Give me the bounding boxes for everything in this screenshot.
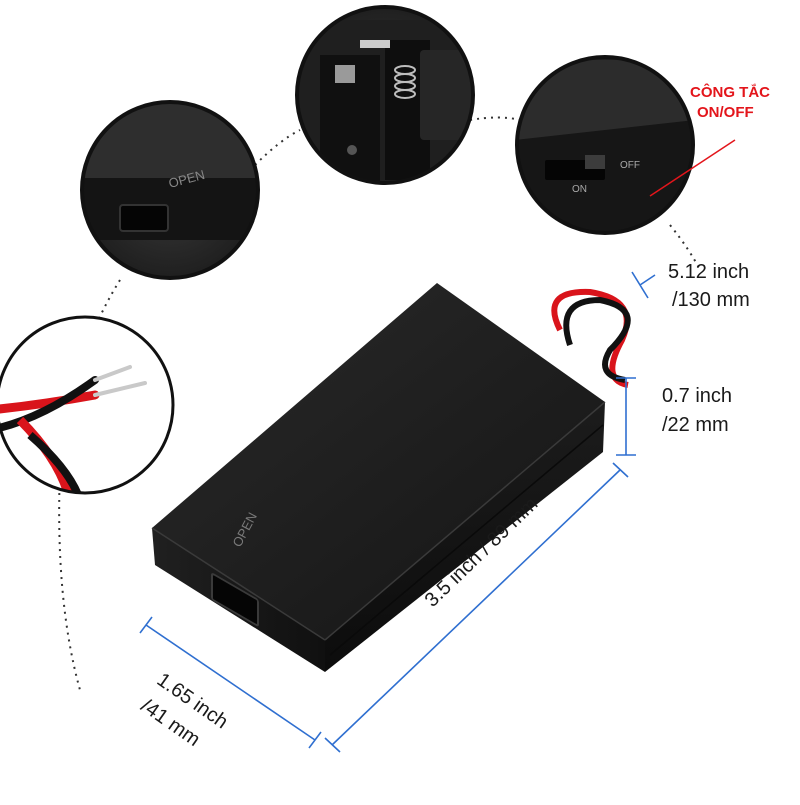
detail-circle-open-lid: OPEN — [80, 100, 260, 280]
switch-on-text: ON — [572, 184, 587, 195]
callout-pointer-line — [649, 139, 736, 197]
height-mm: /22 mm — [662, 414, 729, 436]
switch-off-text: OFF — [620, 160, 640, 171]
box-top-face — [152, 283, 605, 640]
black-wire — [563, 296, 631, 383]
battery-box: OPEN — [151, 283, 631, 672]
dimension-lines — [139, 271, 656, 753]
box-side-face — [325, 402, 605, 672]
dotted-connector-arc-top — [254, 129, 301, 166]
switch-callout-line1: CÔNG TẮC — [690, 84, 770, 101]
cable-length-inch: 5.12 inch — [668, 261, 750, 283]
detail-circle-wires — [0, 315, 175, 495]
lid-latch-slot — [211, 573, 259, 627]
switch-callout-line2: ON/OFF — [697, 104, 754, 121]
detail-circle-switch: ON OFF — [515, 55, 695, 235]
dotted-connector-arc-top-right — [469, 116, 521, 121]
cable-length-mm: /130 mm — [672, 289, 750, 311]
height-inch: 0.7 inch — [662, 385, 733, 407]
dotted-connector-arc-right — [669, 224, 701, 271]
detail-circle-springs — [295, 5, 475, 185]
